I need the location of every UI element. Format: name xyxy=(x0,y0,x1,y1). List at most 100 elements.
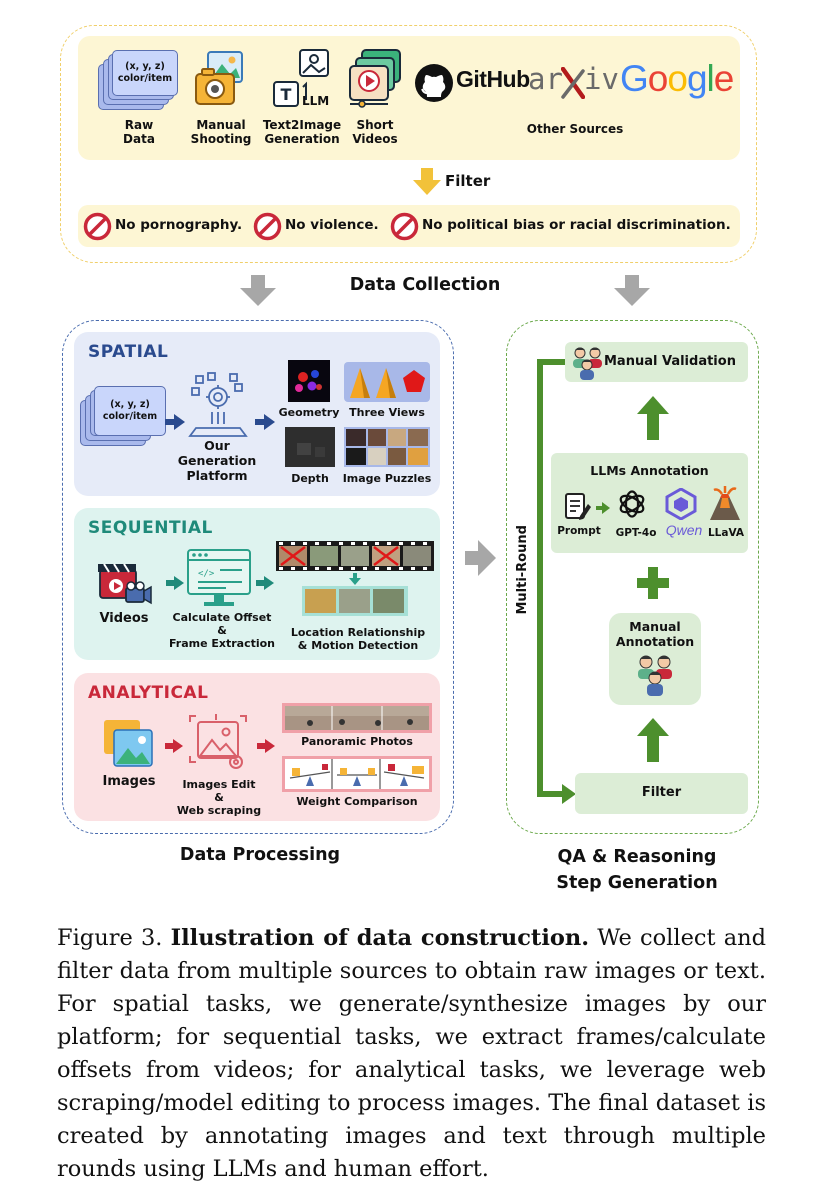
right-arrow-icon xyxy=(465,540,496,576)
no-bias-forbid-icon xyxy=(390,212,419,241)
llava-icon xyxy=(710,486,740,520)
model-label-llava: LLaVA xyxy=(707,527,744,539)
caption-title: Illustration of data construction. xyxy=(170,925,590,951)
analytical-output-panoramic: Panoramic Photos xyxy=(301,735,413,748)
spatial-output-geometry: Geometry xyxy=(278,406,340,419)
camera-icon xyxy=(195,51,243,105)
github-icon xyxy=(415,64,453,102)
sequential-title: SEQUENTIAL xyxy=(88,518,213,538)
qa-filter-label: Filter xyxy=(641,785,682,800)
sequential-input-label: Videos xyxy=(99,611,149,626)
caption-text: We collect and filter data from multiple… xyxy=(57,925,766,1182)
analytical-arrow-1-icon xyxy=(165,739,183,753)
qwen-icon xyxy=(665,488,697,520)
spatial-arrow-2-icon xyxy=(255,414,275,430)
geometry-thumbnail xyxy=(288,360,330,402)
green-up-arrow-1-icon xyxy=(637,396,669,440)
rule-no-political-bias: No political bias or racial discriminati… xyxy=(422,217,731,233)
videos-icon xyxy=(98,563,152,605)
svg-text:</>: </> xyxy=(198,569,215,579)
manual-validation-label: Manual Validation xyxy=(604,354,736,369)
llm-tag: LLM xyxy=(302,94,330,108)
spatial-arrow-1-icon xyxy=(165,414,185,430)
prompt-arrow-icon xyxy=(596,502,610,514)
people-group-validation-icon xyxy=(573,347,602,380)
depth-thumbnail xyxy=(285,427,335,467)
github-logo-text: GitHub xyxy=(456,66,530,92)
processing-panel xyxy=(62,320,454,834)
arxiv-logo-left: ar xyxy=(528,62,563,96)
manual-annotation-label: Manual Annotation xyxy=(615,619,695,649)
source-label-raw: Raw Data xyxy=(123,118,155,147)
source-label-manual-shooting: Manual Shooting xyxy=(190,118,252,147)
spatial-input-icon: (x, y, z) color/item xyxy=(80,386,166,448)
filter-arrow-icon xyxy=(413,168,441,195)
analytical-title: ANALYTICAL xyxy=(88,683,209,703)
sequential-down-arrow-icon xyxy=(349,573,361,585)
selected-frames-thumbnail xyxy=(302,586,408,616)
three-views-thumbnail xyxy=(344,362,430,402)
green-up-arrow-2-icon xyxy=(637,718,669,762)
spatial-card-text: (x, y, z) color/item xyxy=(102,399,158,422)
image-edit-icon xyxy=(189,714,247,769)
multi-round-loop xyxy=(537,359,576,804)
rule-no-pornography: No pornography. xyxy=(115,217,243,233)
text2image-icon: T xyxy=(273,49,329,107)
svg-text:T: T xyxy=(281,85,292,104)
source-label-short-videos: Short Videos xyxy=(352,118,398,147)
google-logo-text: Google xyxy=(620,58,734,99)
raw-data-icon: (x, y, z) color/item xyxy=(98,50,178,112)
data-collection-label: Data Collection xyxy=(349,275,501,295)
no-pornography-forbid-icon xyxy=(83,212,112,241)
model-label-gpt4o: GPT-4o xyxy=(615,527,657,539)
sequential-arrow-2-icon xyxy=(256,576,274,590)
no-violence-forbid-icon xyxy=(253,212,282,241)
sequential-arrow-1-icon xyxy=(166,576,184,590)
generation-platform-icon xyxy=(188,372,248,437)
model-label-qwen: Qwen xyxy=(665,522,703,538)
code-screen-icon: </> xyxy=(187,549,251,606)
images-icon xyxy=(104,720,153,767)
data-processing-label: Data Processing xyxy=(179,845,341,865)
down-arrow-left-icon xyxy=(240,275,276,306)
spatial-title: SPATIAL xyxy=(88,342,169,362)
filter-label: Filter xyxy=(445,172,491,190)
image-puzzles-thumbnail xyxy=(344,427,430,467)
model-label-prompt: Prompt xyxy=(557,525,601,537)
weight-comparison-thumbnail xyxy=(282,756,432,792)
analytical-arrow-2-icon xyxy=(257,739,275,753)
llms-annotation-label: LLMs Annotation xyxy=(590,463,709,478)
sequential-step-label: Calculate Offset & Frame Extraction xyxy=(168,611,276,651)
generation-platform-label: Our Generation Platform xyxy=(177,438,257,483)
qa-filter-box xyxy=(575,773,748,814)
google-logo: Google xyxy=(620,58,734,100)
prompt-icon xyxy=(565,493,591,520)
source-label-text2image: Text2Image Generation xyxy=(262,118,342,147)
gpt-4o-icon xyxy=(619,490,645,518)
other-sources-label: Other Sources xyxy=(526,122,624,136)
analytical-step-label: Images Edit & Web scraping xyxy=(176,778,262,818)
arxiv-logo: ar iv xyxy=(528,62,619,102)
sources-box xyxy=(78,36,740,160)
analytical-output-weight: Weight Comparison xyxy=(296,795,418,808)
arxiv-logo-right: iv xyxy=(584,62,619,96)
sequential-output-label: Location Relationship & Motion Detection xyxy=(290,626,426,653)
caption-prefix: Figure 3. xyxy=(57,925,163,951)
plus-icon xyxy=(637,567,669,599)
arxiv-x-icon xyxy=(561,67,585,99)
multi-round-label: Multi-Round xyxy=(515,525,531,615)
down-arrow-right-icon xyxy=(614,275,650,306)
spatial-output-three-views: Three Views xyxy=(349,406,425,419)
analytical-input-label: Images xyxy=(102,774,156,789)
video-icon xyxy=(349,49,401,108)
qa-generation-label: QA & Reasoning Step Generation xyxy=(556,847,718,893)
spatial-output-depth: Depth xyxy=(291,472,329,485)
collection-panel xyxy=(60,25,757,263)
qa-panel xyxy=(506,320,759,834)
raw-data-card-text: (x, y, z) color/item xyxy=(117,61,173,84)
panoramic-photos-thumbnail xyxy=(282,703,432,733)
people-group-annotation-icon xyxy=(638,655,672,696)
figure-caption: Figure 3. Illustration of data construct… xyxy=(57,922,766,1186)
frame-strip-thumbnail xyxy=(276,541,434,571)
spatial-output-image-puzzles: Image Puzzles xyxy=(342,472,432,485)
